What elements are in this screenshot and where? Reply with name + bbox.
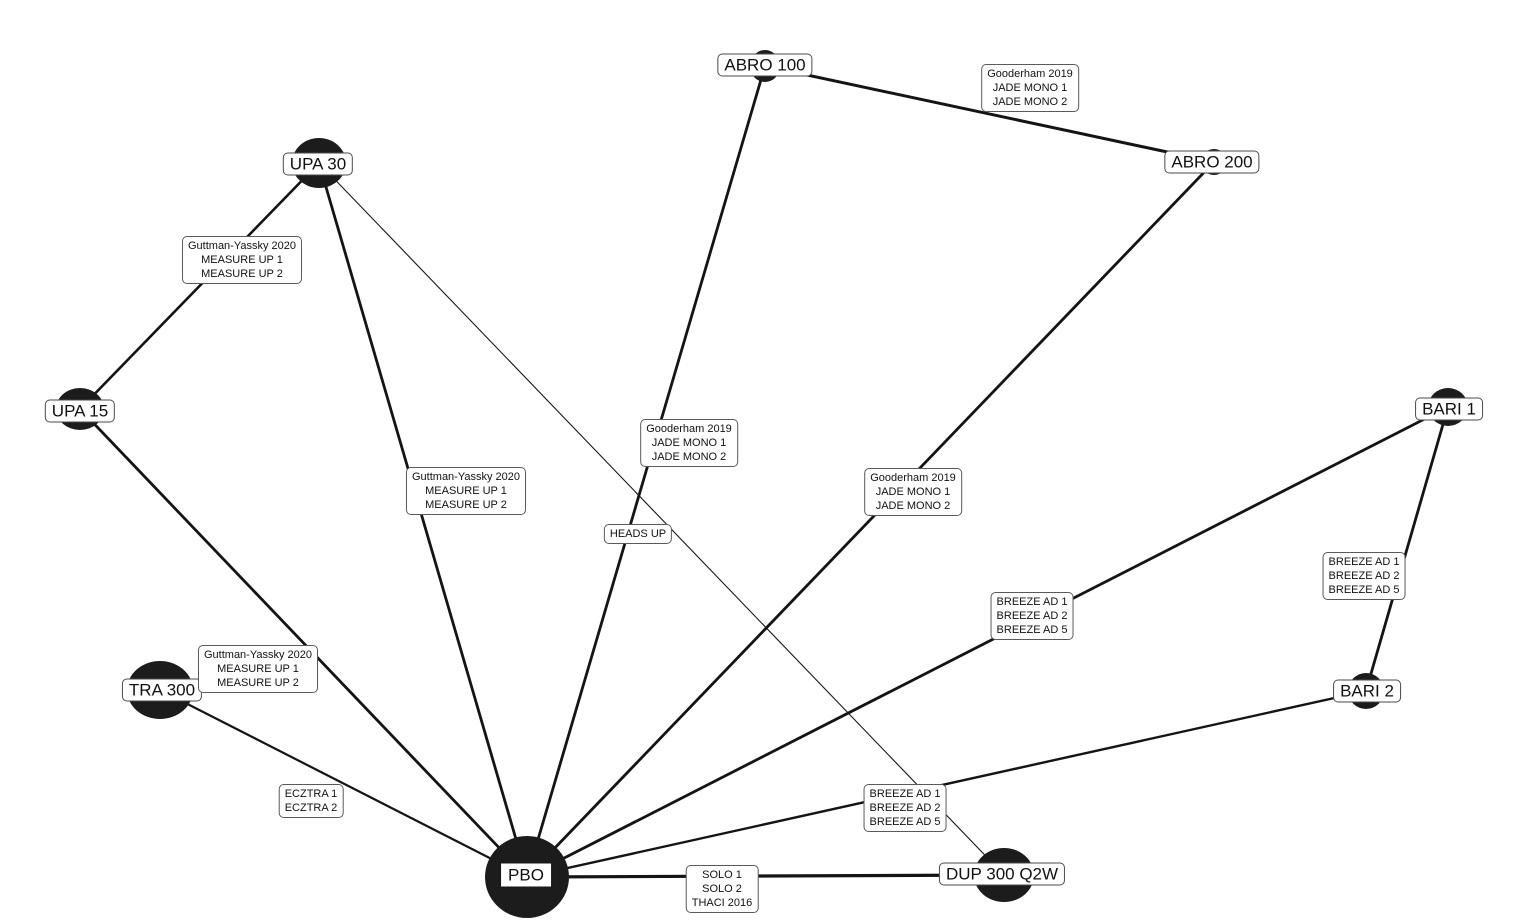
edge-abro100-pbo bbox=[525, 65, 767, 878]
edge-label-bari2-pbo: BREEZE AD 1 BREEZE AD 2 BREEZE AD 5 bbox=[863, 784, 947, 832]
edge-label-abro100-pbo: Gooderham 2019 JADE MONO 1 JADE MONO 2 bbox=[640, 419, 738, 467]
edge-upa30-upa15 bbox=[79, 162, 320, 410]
edge-upa30-dup300 bbox=[318, 162, 1005, 876]
edge-upa15-pbo bbox=[78, 408, 529, 878]
edge-label-abro100-abro200: Gooderham 2019 JADE MONO 1 JADE MONO 2 bbox=[981, 64, 1079, 112]
edge-label-pbo-dup300: SOLO 1 SOLO 2 THACI 2016 bbox=[685, 865, 759, 913]
edge-label-bari1-bari2: BREEZE AD 1 BREEZE AD 2 BREEZE AD 5 bbox=[1322, 552, 1406, 600]
edge-pbo-dup300 bbox=[526, 873, 1005, 879]
node-label-bari2: BARI 2 bbox=[1333, 679, 1401, 703]
node-label-abro200: ABRO 200 bbox=[1164, 150, 1260, 174]
edge-bari1-pbo bbox=[526, 405, 1449, 879]
edge-label-bari1-pbo: BREEZE AD 1 BREEZE AD 2 BREEZE AD 5 bbox=[990, 592, 1074, 640]
node-label-upa15: UPA 15 bbox=[44, 399, 116, 423]
node-label-abro100: ABRO 100 bbox=[717, 53, 813, 77]
node-label-dup300: DUP 300 Q2W bbox=[938, 862, 1066, 886]
node-label-upa30: UPA 30 bbox=[282, 152, 354, 176]
edge-bari1-bari2 bbox=[1364, 406, 1450, 692]
node-label-tra300: TRA 300 bbox=[121, 678, 203, 702]
edge-label-tra300-pbo: ECZTRA 1 ECZTRA 2 bbox=[278, 784, 344, 818]
edge-label-upa15-pbo: Guttman-Yassky 2020 MEASURE UP 1 MEASURE… bbox=[197, 645, 319, 693]
edge-label-abro200-pbo: Gooderham 2019 JADE MONO 1 JADE MONO 2 bbox=[864, 468, 962, 516]
node-label-pbo: PBO bbox=[499, 861, 553, 889]
edge-label-upa30-upa15: Guttman-Yassky 2020 MEASURE UP 1 MEASURE… bbox=[181, 236, 303, 284]
node-label-bari1: BARI 1 bbox=[1415, 397, 1483, 421]
edge-abro100-abro200 bbox=[764, 64, 1215, 164]
edge-upa30-pbo bbox=[317, 162, 529, 878]
edge-tra300-pbo bbox=[159, 689, 528, 878]
edge-label-upa30-pbo: Guttman-Yassky 2020 MEASURE UP 1 MEASURE… bbox=[405, 467, 527, 515]
edge-label-upa30-dup300: HEADS UP bbox=[603, 524, 673, 544]
edge-abro200-pbo bbox=[525, 161, 1216, 878]
edge-bari2-pbo bbox=[526, 689, 1367, 879]
